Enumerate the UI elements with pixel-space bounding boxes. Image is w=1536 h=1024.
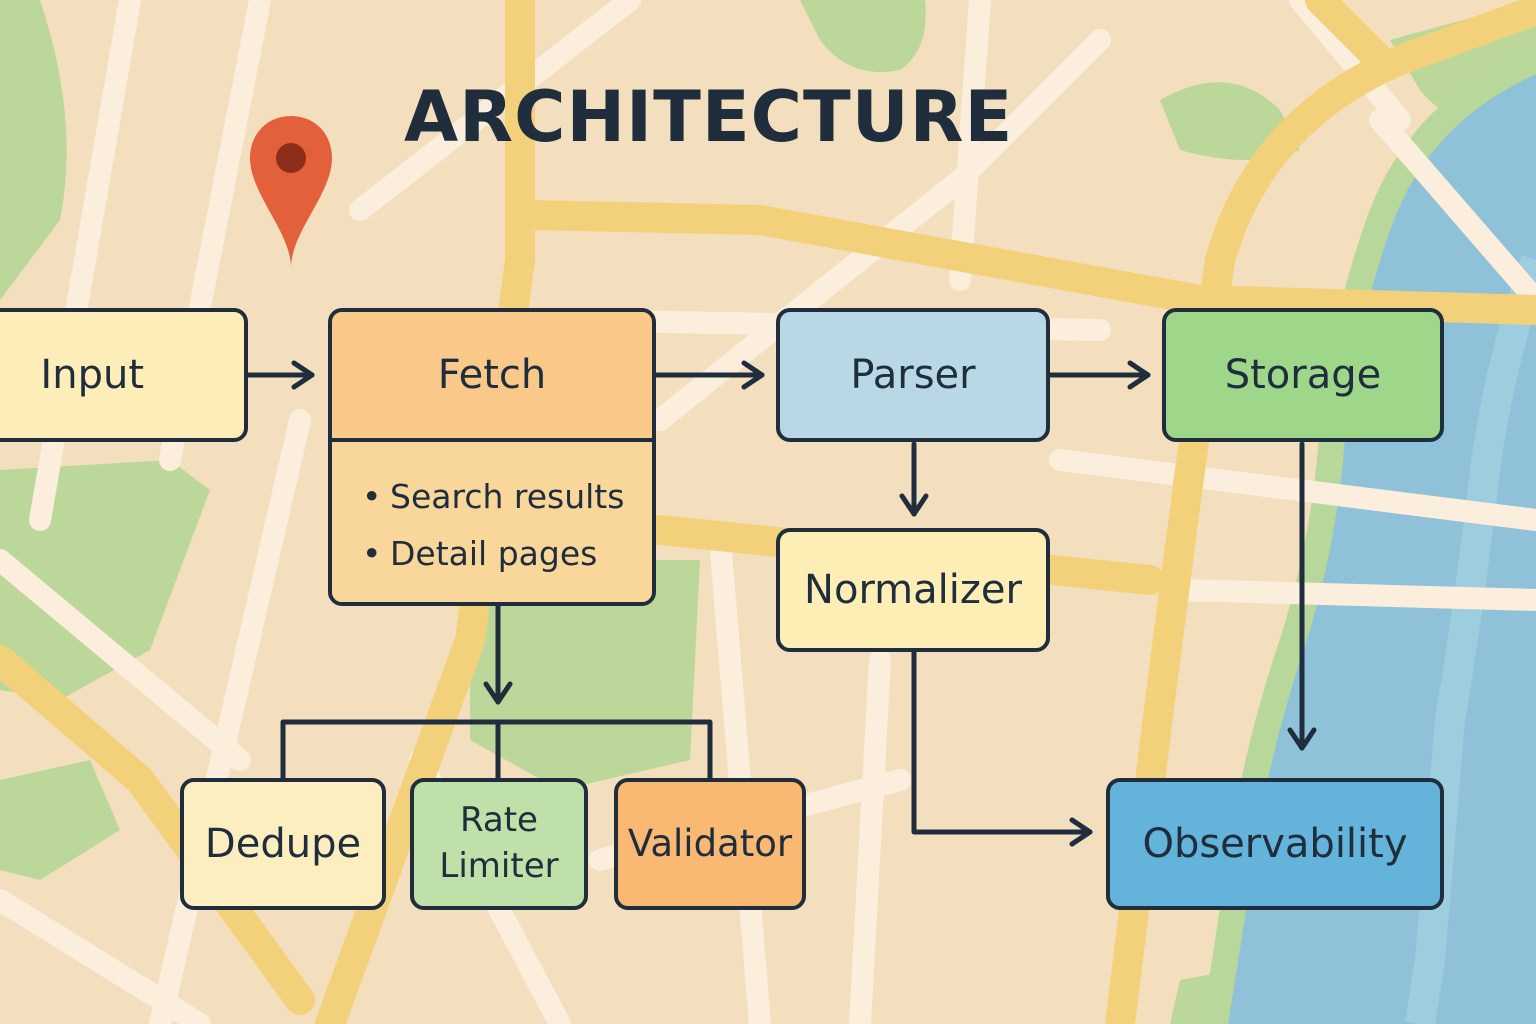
map-pin-icon xyxy=(250,116,332,268)
fetch-item-detail-pages: Detail pages xyxy=(362,525,652,582)
node-storage-label: Storage xyxy=(1224,352,1382,398)
node-dedupe-label: Dedupe xyxy=(204,821,362,867)
node-validator-label: Validator xyxy=(627,821,793,865)
node-fetch-items: Search results Detail pages xyxy=(332,442,652,602)
node-fetch-header: Fetch xyxy=(332,312,652,442)
node-rate-limiter[interactable]: Rate Limiter xyxy=(410,778,588,910)
node-normalizer[interactable]: Normalizer xyxy=(776,528,1050,652)
node-input[interactable]: Input xyxy=(0,308,248,442)
node-observability-label: Observability xyxy=(1142,821,1408,867)
node-parser[interactable]: Parser xyxy=(776,308,1050,442)
page-title: ARCHITECTURE xyxy=(404,76,1014,158)
fetch-item-search-results: Search results xyxy=(362,468,652,525)
node-fetch-label: Fetch xyxy=(437,352,547,398)
node-dedupe[interactable]: Dedupe xyxy=(180,778,386,910)
node-normalizer-label: Normalizer xyxy=(804,567,1022,613)
node-observability[interactable]: Observability xyxy=(1106,778,1444,910)
node-fetch[interactable]: Fetch Search results Detail pages xyxy=(328,308,656,606)
node-parser-label: Parser xyxy=(850,352,976,398)
node-input-label: Input xyxy=(40,352,144,398)
node-validator[interactable]: Validator xyxy=(614,778,806,910)
node-rate-limiter-label: Rate Limiter xyxy=(439,800,559,886)
node-storage[interactable]: Storage xyxy=(1162,308,1444,442)
